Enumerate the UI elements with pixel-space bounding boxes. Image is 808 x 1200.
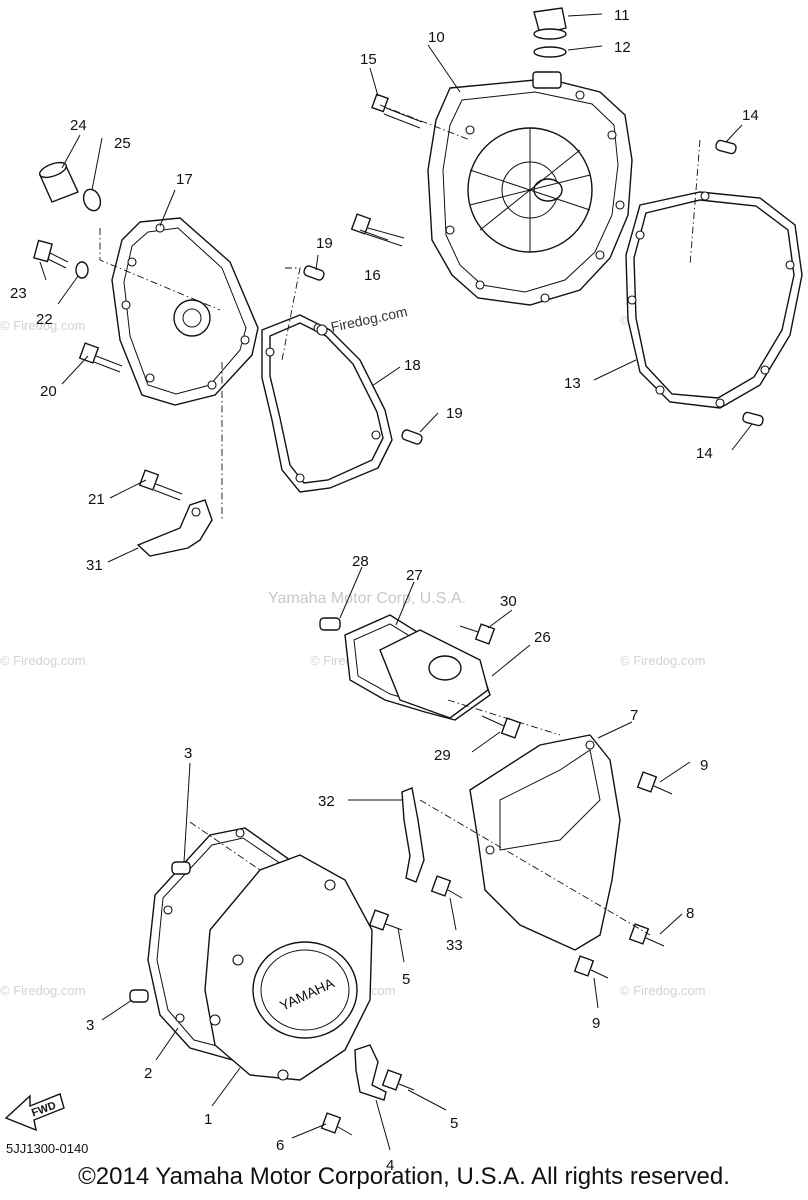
- callout-15: 15: [360, 51, 377, 68]
- part-23-bolt: [33, 239, 69, 269]
- callout-numbers: 11 12 10 15 14 16 24 25 17 23 22 20 19 1…: [10, 7, 759, 1174]
- part-28-dowel-pin: [319, 617, 341, 631]
- part-14-dowel-pin: [715, 139, 764, 427]
- callout-18: 18: [404, 357, 421, 374]
- callout-3-bottom: 3: [86, 1017, 94, 1034]
- callout-25: 25: [114, 135, 131, 152]
- callout-7: 7: [630, 707, 638, 724]
- callout-21: 21: [88, 491, 105, 508]
- part-6-bolt: [320, 1112, 353, 1136]
- callout-1: 1: [204, 1111, 212, 1128]
- callout-3-top: 3: [184, 745, 192, 762]
- callout-6: 6: [276, 1137, 284, 1154]
- part-26-pulser-coil-cover: [379, 629, 489, 719]
- callout-11: 11: [614, 7, 630, 24]
- callout-12: 12: [614, 39, 631, 56]
- part-7-cover: [469, 734, 621, 951]
- part-24-plug: [38, 161, 79, 203]
- part-29-bolt: [481, 715, 522, 739]
- callout-5-bottom: 5: [450, 1115, 458, 1132]
- firedog-text: Firedog.com: [329, 303, 408, 335]
- callout-32: 32: [318, 793, 335, 810]
- watermark-left-3: © Firedog.com: [0, 983, 85, 998]
- callout-23: 23: [10, 285, 27, 302]
- part-20-bolt: [78, 342, 123, 373]
- part-32-bracket: [401, 787, 425, 883]
- part-21-bolt: [138, 469, 183, 501]
- part-1-generator-cover: YAMAHA: [204, 854, 373, 1081]
- callout-5-top: 5: [402, 971, 410, 988]
- copyright-notice: ©2014 Yamaha Motor Corporation, U.S.A. A…: [78, 1163, 730, 1190]
- part-8-bolt: [628, 923, 665, 947]
- assembly-lines: [99, 104, 701, 936]
- callout-20: 20: [40, 383, 57, 400]
- callout-17: 17: [176, 171, 193, 188]
- part-18-gasket: [261, 314, 393, 493]
- callout-4: 4: [386, 1157, 394, 1174]
- part-30-bolt: [459, 623, 496, 645]
- callout-30: 30: [500, 593, 517, 610]
- watermark-left-2: © Firedog.com: [0, 653, 85, 668]
- callout-19-top: 19: [316, 235, 333, 252]
- part-12-o-ring: [533, 46, 567, 58]
- part-3-dowel-pin: [171, 861, 191, 875]
- fwd-arrow-icon: FWD: [4, 1093, 65, 1132]
- part-5-bolt: [368, 909, 415, 1091]
- part-16-bolt: [350, 213, 405, 247]
- callout-9-top: 9: [700, 757, 708, 774]
- callout-33: 33: [446, 937, 463, 954]
- callout-9-bottom: 9: [592, 1015, 600, 1032]
- callout-31: 31: [86, 557, 103, 574]
- watermark-right-3: © Firedog.com: [620, 983, 705, 998]
- callout-19-bottom: 19: [446, 405, 463, 422]
- callout-13: 13: [564, 375, 581, 392]
- part-4-bracket: [354, 1044, 387, 1101]
- callout-14-bottom: 14: [696, 445, 713, 462]
- callout-14-top: 14: [742, 107, 759, 124]
- part-31-bracket: [136, 499, 213, 557]
- part-9-bolt: [573, 771, 673, 979]
- callout-24: 24: [70, 117, 87, 134]
- callout-2: 2: [144, 1065, 152, 1082]
- part-11-filler-cap: [533, 7, 567, 40]
- part-25-o-ring: [82, 188, 102, 212]
- diagram-code: 5JJ1300-0140: [6, 1141, 89, 1156]
- part-15-bolt: [371, 93, 423, 129]
- part-13-gasket: [625, 191, 803, 409]
- part-19-dowel-pin: [303, 265, 423, 445]
- firedog-label: Firedog.com: [316, 303, 409, 336]
- watermark-left-1: © Firedog.com: [0, 318, 85, 333]
- callout-28: 28: [352, 553, 369, 570]
- callout-27: 27: [406, 567, 423, 584]
- part-22-washer: [75, 261, 89, 279]
- callout-26: 26: [534, 629, 551, 646]
- part-17-cover: [111, 217, 259, 406]
- part-33-bolt: [430, 875, 463, 899]
- watermark-right-2: © Firedog.com: [620, 653, 705, 668]
- callout-16: 16: [364, 267, 381, 284]
- callout-10: 10: [428, 29, 445, 46]
- callout-29: 29: [434, 747, 451, 764]
- center-watermark: Yamaha Motor Corp, U.S.A.: [268, 590, 466, 607]
- callout-8: 8: [686, 905, 694, 922]
- part-3-dowel-pin-lower: [129, 989, 149, 1003]
- callout-leaders: [39, 13, 753, 1151]
- callout-22: 22: [36, 311, 53, 328]
- part-10-crankcase-cover: [427, 71, 633, 306]
